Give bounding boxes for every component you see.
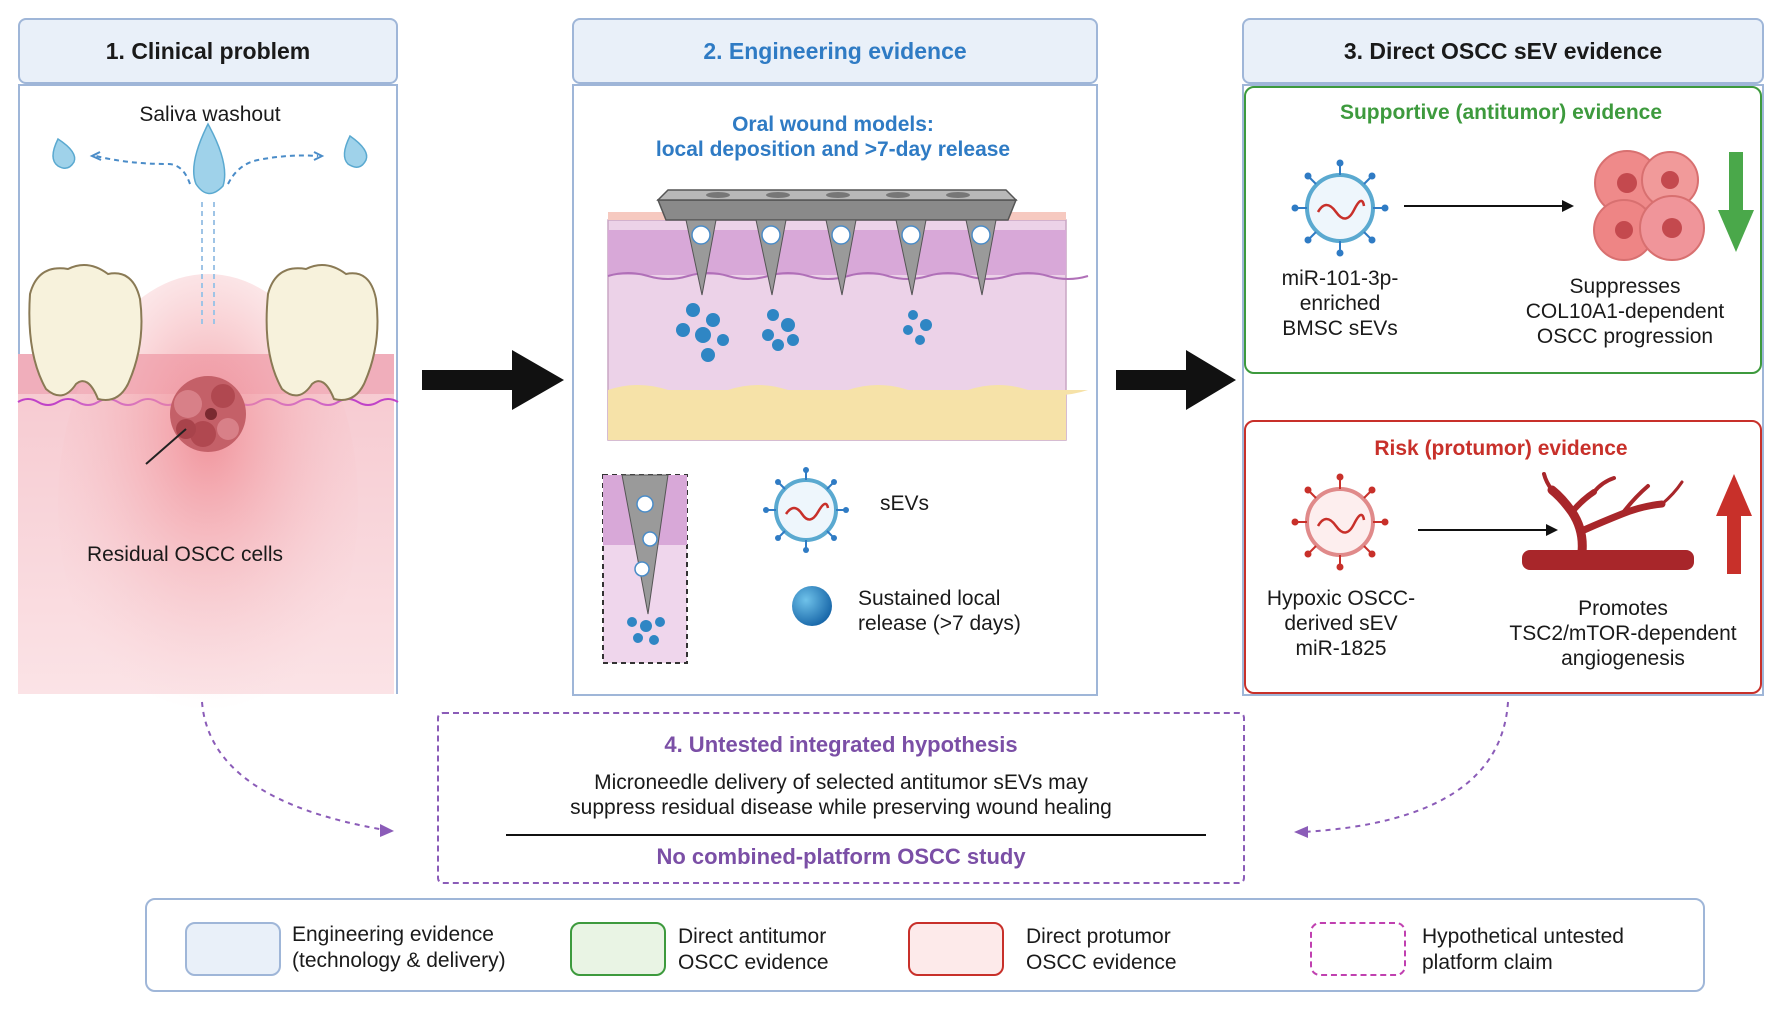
legend-engineering-line1: Engineering evidence [292,923,494,946]
arrow-right-icon-2 [1116,350,1236,410]
panel2-title-line2: local deposition and >7-day release [655,138,1011,162]
risk-right-text: Promotes TSC2/mTOR-dependent angiogenesi… [1488,596,1758,672]
legend-text-antitumor: Direct antitumor OSCC evidence [678,924,829,977]
risk-left-text: Hypoxic OSCC- derived sEV miR-1825 [1258,586,1424,662]
supportive-right-line1: Suppresses [1569,275,1681,298]
sev-vesicle-icon-blue [1291,159,1389,257]
legend-text-hypothetical: Hypothetical untested platform claim [1422,924,1624,977]
legend-text-protumor: Direct protumor OSCC evidence [1026,924,1177,977]
risk-right-line1: Promotes [1578,597,1668,620]
hypothesis-divider [506,834,1206,836]
legend-swatch-hypothetical [1310,922,1406,976]
arrow-down-icon [1718,152,1754,252]
key-release-line1: Sustained local [858,587,1001,610]
legend-text-engineering: Engineering evidence (technology & deliv… [292,922,506,975]
tumor-cluster-icon [170,376,246,452]
panel2-header: 2. Engineering evidence [572,18,1098,84]
risk-left-line3: miR-1825 [1295,637,1387,661]
residual-cells-label: Residual OSCC cells [86,543,284,566]
panel1-header: 1. Clinical problem [18,18,398,84]
panel2-header-text: 2. Engineering evidence [703,37,967,64]
legend-hypothetical-line2: platform claim [1422,951,1553,975]
hypothesis-body-line1: Microneedle delivery of selected antitum… [594,771,1088,794]
key-release-line2: release (>7 days) [858,612,1021,636]
legend-swatch-protumor [908,922,1004,976]
panel1-illustration [17,122,399,734]
risk-right-line2: TSC2/mTOR-dependent [1509,622,1737,646]
hypothesis-body: Microneedle delivery of selected antitum… [437,770,1245,820]
thin-arrow-icon [1404,200,1574,212]
legend-hypothetical-line1: Hypothetical untested [1422,925,1624,948]
legend-swatch-antitumor [570,922,666,976]
legend-protumor-line1: Direct protumor [1026,925,1171,948]
panel3-header-text: 3. Direct OSCC sEV evidence [1343,37,1663,64]
hypothesis-title: 4. Untested integrated hypothesis [664,732,1018,757]
microneedle-wound-model [607,189,1089,441]
key-sevs-label: sEVs [880,492,930,515]
hypothesis-footer: No combined-platform OSCC study [656,844,1026,869]
arrow-right-icon [422,350,564,410]
risk-left-line1: Hypoxic OSCC- [1266,587,1416,610]
legend-engineering-line2: (technology & delivery) [292,949,506,973]
release-sphere-icon [792,586,832,626]
hypothesis-box [437,712,1245,884]
key-release-label: Sustained local release (>7 days) [858,586,1021,636]
panel2-title: Oral wound models: local deposition and … [580,112,1086,162]
legend-protumor-line2: OSCC evidence [1026,951,1177,975]
sev-vesicle-icon-red [1291,473,1389,571]
supportive-left-text: miR-101-3p- enriched BMSC sEVs [1260,266,1420,342]
hypothesis-body-line2: suppress residual disease while preservi… [570,796,1112,820]
supportive-left-line2: enriched [1299,292,1381,316]
supportive-left-line1: miR-101-3p- [1281,267,1399,290]
legend-swatch-engineering [185,922,281,976]
risk-right-line3: angiogenesis [1561,647,1685,671]
dashed-connector-left [201,701,394,837]
panel2-title-line1: Oral wound models: [732,113,934,136]
arrow-up-icon [1716,474,1752,574]
sev-vesicle-icon [763,467,849,553]
panel3-header: 3. Direct OSCC sEV evidence [1242,18,1764,84]
single-needle-inset [602,474,688,664]
risk-title: Risk (protumor) evidence [1374,437,1628,460]
supportive-right-line3: OSCC progression [1536,325,1714,349]
saliva-washout-label: Saliva washout [139,103,281,126]
supportive-title: Supportive (antitumor) evidence [1339,101,1663,124]
legend-antitumor-line1: Direct antitumor [678,925,827,948]
legend-antitumor-line2: OSCC evidence [678,951,829,975]
panel1-header-text: 1. Clinical problem [105,37,311,64]
saliva-drop-icon [52,122,368,195]
tumor-cells-icon [1593,150,1705,261]
risk-left-line2: derived sEV [1284,612,1398,636]
dashed-connector-right [1294,701,1509,838]
thin-arrow-icon-2 [1418,524,1558,536]
supportive-left-line3: BMSC sEVs [1282,317,1398,341]
supportive-right-line2: COL10A1-dependent [1525,300,1725,324]
supportive-right-text: Suppresses COL10A1-dependent OSCC progre… [1500,274,1750,350]
blood-vessel-icon [1522,472,1694,570]
